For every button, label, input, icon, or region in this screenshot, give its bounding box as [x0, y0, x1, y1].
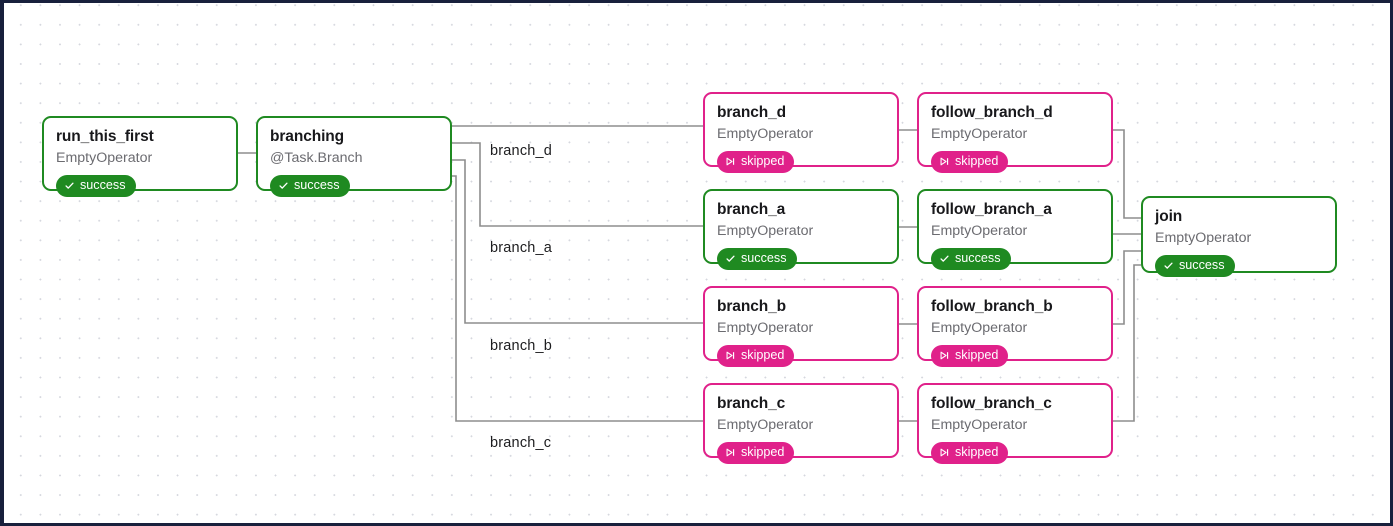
skip-forward-icon: [939, 447, 950, 458]
task-node-operator-type: EmptyOperator: [717, 417, 814, 434]
status-badge-label: skipped: [741, 347, 785, 362]
status-badge-label: success: [955, 250, 1001, 265]
status-badge-label: success: [741, 250, 787, 265]
status-badge-label: skipped: [955, 153, 999, 168]
task-node-title: follow_branch_b: [931, 298, 1053, 315]
status-badge[interactable]: success: [717, 247, 797, 270]
task-node-title: run_this_first: [56, 128, 154, 145]
status-badge[interactable]: skipped: [717, 344, 795, 367]
skip-forward-icon: [725, 156, 736, 167]
status-badge[interactable]: success: [56, 174, 136, 197]
status-badge[interactable]: success: [270, 174, 350, 197]
edge-follow_branch_d-to-join: [1113, 129, 1141, 219]
check-icon: [1163, 260, 1174, 271]
status-badge[interactable]: success: [1155, 254, 1235, 277]
skip-forward-icon: [725, 447, 736, 458]
task-node-title: branching: [270, 128, 345, 145]
task-node-title: branch_b: [717, 298, 786, 315]
check-icon: [939, 253, 950, 264]
edge-branching-to-branch_c: [452, 175, 703, 422]
task-node-operator-type: EmptyOperator: [717, 223, 814, 240]
status-badge[interactable]: success: [931, 247, 1011, 270]
status-badge-label: skipped: [955, 347, 999, 362]
task-node-title: follow_branch_d: [931, 104, 1053, 121]
task-node-operator-type: @Task.Branch: [270, 150, 363, 167]
task-node-branching[interactable]: branching @Task.Branch success: [256, 116, 452, 197]
task-node-operator-type: EmptyOperator: [1155, 230, 1252, 247]
task-node-operator-type: EmptyOperator: [717, 126, 814, 143]
skip-forward-icon: [725, 350, 736, 361]
task-node-title: branch_a: [717, 201, 786, 218]
status-badge-label: skipped: [741, 444, 785, 459]
task-node-operator-type: EmptyOperator: [717, 320, 814, 337]
status-badge-label: success: [80, 177, 126, 192]
task-node-title: join: [1155, 208, 1183, 225]
task-node-operator-type: EmptyOperator: [931, 223, 1028, 240]
edge-label-branch_b: branch_b: [490, 338, 553, 354]
task-node-title: follow_branch_c: [931, 395, 1052, 412]
check-icon: [725, 253, 736, 264]
edge-label-branch_d: branch_d: [490, 143, 553, 159]
edge-label-branch_c: branch_c: [490, 435, 552, 451]
task-node-operator-type: EmptyOperator: [931, 417, 1028, 434]
edge-follow_branch_b-to-join: [1113, 250, 1141, 325]
status-badge[interactable]: skipped: [717, 150, 795, 173]
task-node-title: follow_branch_a: [931, 201, 1052, 218]
skip-forward-icon: [939, 350, 950, 361]
check-icon: [64, 180, 75, 191]
task-node-operator-type: EmptyOperator: [931, 126, 1028, 143]
task-node-title: branch_c: [717, 395, 786, 412]
status-badge[interactable]: skipped: [931, 344, 1009, 367]
status-badge-label: skipped: [955, 444, 999, 459]
skip-forward-icon: [939, 156, 950, 167]
check-icon: [278, 180, 289, 191]
task-node-operator-type: EmptyOperator: [931, 320, 1028, 337]
edge-label-branch_a: branch_a: [490, 240, 553, 256]
task-node-title: branch_d: [717, 104, 786, 121]
status-badge-label: success: [294, 177, 340, 192]
status-badge-label: skipped: [741, 153, 785, 168]
task-node-operator-type: EmptyOperator: [56, 150, 153, 167]
edge-follow_branch_c-to-join: [1113, 264, 1141, 422]
status-badge[interactable]: skipped: [931, 441, 1009, 464]
status-badge[interactable]: skipped: [931, 150, 1009, 173]
status-badge-label: success: [1179, 257, 1225, 272]
status-badge[interactable]: skipped: [717, 441, 795, 464]
